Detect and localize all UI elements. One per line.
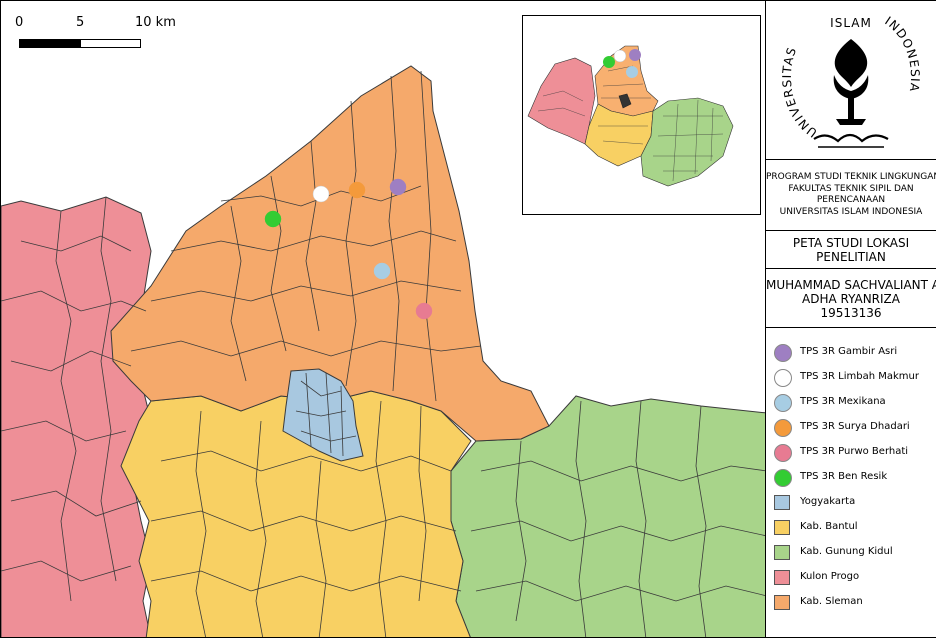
legend-symbol (774, 444, 792, 462)
program-line-3: PERENCANAAN (816, 195, 886, 205)
inset-map-canvas (527, 45, 734, 187)
inset-district-lines (537, 65, 724, 182)
legend-item-mexikana: TPS 3R Mexikana (774, 391, 934, 416)
legend-label: TPS 3R Gambir Asri (800, 346, 898, 357)
legend-item-bantul: Kab. Bantul (774, 516, 934, 541)
legend-symbol (774, 469, 792, 487)
program-line-4: UNIVERSITAS ISLAM INDONESIA (779, 206, 923, 217)
legend-symbol (774, 570, 790, 585)
legend-symbol (774, 545, 790, 560)
scale-label-10: 10 km (135, 15, 176, 30)
legend-item-limbah-makmur: TPS 3R Limbah Makmur (774, 366, 934, 391)
author-info: MUHAMMAD SACHVALIANT A ADHA RYANRIZA 195… (766, 269, 936, 328)
scale-bar (19, 39, 141, 48)
inset-kulon-progo (527, 57, 596, 145)
legend-symbol (774, 520, 790, 535)
legend-symbol (774, 369, 792, 387)
author-line-1: MUHAMMAD SACHVALIANT A (766, 278, 936, 292)
marker-mexikana[interactable] (373, 262, 391, 280)
marker-purwo-berhati[interactable] (415, 302, 433, 320)
inset-marker-gambir-asri (629, 49, 641, 61)
main-map[interactable]: 0 5 10 km (0, 0, 766, 638)
legend-symbol (774, 394, 792, 412)
university-logo-box: UNIVERSITAS ISLAM INDONESIA (766, 1, 936, 160)
legend-label: Kulon Progo (800, 571, 860, 582)
legend-item-surya-dhadari: TPS 3R Surya Dhadari (774, 416, 934, 441)
logo-arc-left: UNIVERSITAS (780, 45, 819, 140)
legend-label: TPS 3R Purwo Berhati (800, 446, 909, 457)
legend-item-yogyakarta: Yogyakarta (774, 491, 934, 516)
map-title-line-2: PENELITIAN (816, 250, 886, 264)
inset-map[interactable] (522, 15, 761, 215)
region-yogyakarta (282, 368, 364, 462)
legend-item-gunung-kidul: Kab. Gunung Kidul (774, 541, 934, 566)
legend-symbol (774, 495, 790, 510)
legend-label: Kab. Sleman (800, 596, 863, 607)
author-line-3: 19513136 (820, 306, 882, 320)
legend-label: Kab. Gunung Kidul (800, 546, 893, 557)
inset-yogyakarta (618, 93, 632, 109)
inset-marker-limbah-makmur (613, 49, 627, 63)
legend-label: Kab. Bantul (800, 521, 858, 532)
region-kulon-progo (1, 196, 152, 637)
map-info-panel: UNIVERSITAS ISLAM INDONESIA PROGRAM STUD… (766, 0, 936, 638)
legend-item-purwo-berhati: TPS 3R Purwo Berhati (774, 441, 934, 466)
university-logo-icon: UNIVERSITAS ISLAM INDONESIA (780, 14, 922, 148)
inset-gunung-kidul (640, 97, 734, 187)
program-line-1: PROGRAM STUDI TEKNIK LINGKUNGAN (766, 172, 936, 182)
scale-label-5: 5 (76, 15, 85, 30)
district-boundaries (1, 70, 765, 637)
legend-item-gambir-asri: TPS 3R Gambir Asri (774, 341, 934, 366)
legend-item-sleman: Kab. Sleman (774, 591, 934, 616)
inset-marker-mexikana (626, 66, 638, 78)
main-map-canvas (1, 65, 765, 637)
scale-label-0: 0 (15, 15, 24, 30)
svg-text:UNIVERSITAS: UNIVERSITAS (780, 45, 820, 140)
legend-label: Yogyakarta (800, 496, 856, 507)
logo-arc-right: INDONESIA (882, 14, 921, 94)
author-line-2: ADHA RYANRIZA (802, 292, 900, 306)
legend-label: TPS 3R Limbah Makmur (800, 371, 919, 382)
svg-text:INDONESIA: INDONESIA (882, 14, 922, 94)
legend-label: TPS 3R Mexikana (800, 396, 886, 407)
map-title: PETA STUDI LOKASI PENELITIAN (766, 231, 936, 269)
program-line-2: FAKULTAS TEKNIK SIPIL DAN (788, 183, 914, 194)
legend-item-ben-resik: TPS 3R Ben Resik (774, 466, 934, 491)
inset-marker-ben-resik (603, 56, 615, 68)
map-title-line-1: PETA STUDI LOKASI (792, 236, 910, 250)
legend-symbol (774, 344, 792, 362)
marker-limbah-makmur[interactable] (312, 185, 330, 203)
legend-symbol (774, 595, 790, 610)
marker-ben-resik[interactable] (264, 210, 282, 228)
map-legend: TPS 3R Gambir Asri TPS 3R Limbah Makmur … (774, 341, 934, 616)
legend-symbol (774, 419, 792, 437)
legend-label: TPS 3R Surya Dhadari (800, 421, 910, 432)
program-info: PROGRAM STUDI TEKNIK LINGKUNGAN FAKULTAS… (766, 160, 936, 231)
marker-gambir-asri[interactable] (389, 178, 407, 196)
legend-label: TPS 3R Ben Resik (800, 471, 888, 482)
logo-arc-top: ISLAM (830, 16, 872, 30)
legend-item-kulon-progo: Kulon Progo (774, 566, 934, 591)
marker-surya-dhadari[interactable] (348, 181, 366, 199)
